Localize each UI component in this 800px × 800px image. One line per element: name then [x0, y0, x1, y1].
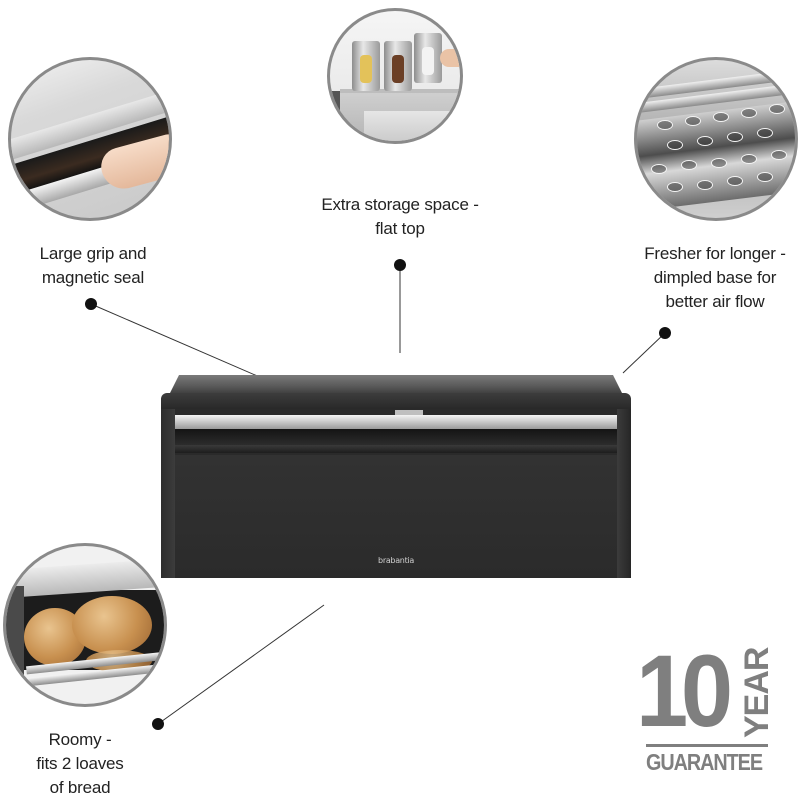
guarantee-label: GUARANTEE	[646, 749, 763, 775]
canister-icon	[352, 41, 380, 91]
product-grip-handle	[175, 415, 617, 429]
label-line: Extra storage space -	[321, 195, 479, 214]
canister-icon	[384, 41, 412, 91]
callout-roomy-label: Roomy - fits 2 loaves of bread	[20, 728, 140, 800]
callout-dimpled-base-dot	[659, 327, 671, 339]
callout-dimpled-base-label: Fresher for longer - dimpled base for be…	[630, 242, 800, 314]
bread-bin-product: brabantia	[161, 375, 631, 578]
magnetic-catch	[395, 410, 423, 416]
brand-logo: brabantia	[378, 556, 414, 565]
inset-grip-photo	[8, 57, 172, 221]
label-line: flat top	[375, 219, 425, 238]
product-fall-front-door	[175, 455, 617, 576]
inset-dimpled-base-photo	[634, 57, 798, 221]
label-line: dimpled base for	[653, 268, 777, 287]
callout-roomy-dot	[152, 718, 164, 730]
label-line: Roomy -	[48, 730, 112, 749]
label-line: Large grip and	[39, 244, 147, 263]
guarantee-unit: YEAR	[738, 647, 776, 738]
label-line: better air flow	[665, 292, 765, 311]
product-flat-top	[169, 375, 623, 395]
canister-icon	[414, 33, 442, 83]
callout-flat-top-dot	[394, 259, 406, 271]
callout-grip-dot	[85, 298, 97, 310]
inset-flat-top-photo	[327, 8, 463, 144]
callout-flat-top-label: Extra storage space - flat top	[300, 193, 500, 241]
guarantee-badge: 10 YEAR GUARANTEE	[636, 640, 776, 776]
leader-line-roomy	[157, 604, 325, 725]
guarantee-divider	[646, 744, 768, 747]
leader-line-dimpled-base	[622, 332, 666, 374]
guarantee-number: 10	[636, 634, 733, 748]
bread-loaf-icon	[72, 596, 152, 654]
hand-icon	[440, 49, 460, 67]
label-line: magnetic seal	[41, 268, 145, 287]
label-line: Fresher for longer -	[644, 244, 786, 263]
callout-grip-label: Large grip and magnetic seal	[18, 242, 168, 290]
label-line: of bread	[49, 778, 111, 797]
inset-bread-photo	[3, 543, 167, 707]
label-line: fits 2 loaves	[36, 754, 124, 773]
